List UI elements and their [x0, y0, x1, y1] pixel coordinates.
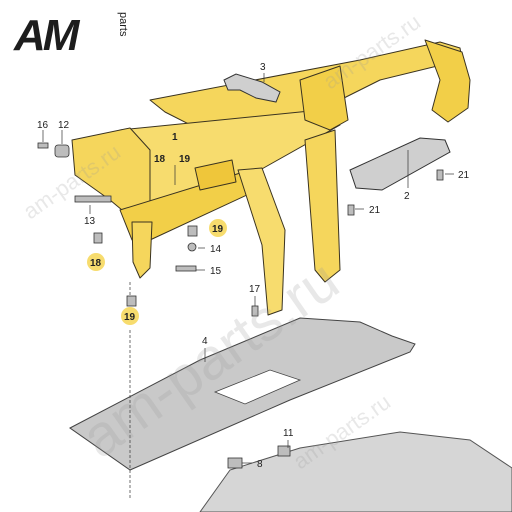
callout-19c[interactable]: 19	[124, 312, 136, 323]
callout-19a[interactable]: 19	[179, 154, 191, 165]
callout-16[interactable]: 16	[37, 120, 49, 131]
callout-13[interactable]: 13	[84, 216, 96, 227]
callout-2[interactable]: 2	[404, 191, 410, 202]
logo-subtext: parts	[117, 12, 129, 37]
callout-21b[interactable]: 21	[369, 205, 381, 216]
callouts: 1 18 19 2 3 4 8 11 12 13 14 15 16 17 18 …	[37, 62, 470, 470]
callout-4[interactable]: 4	[202, 336, 208, 347]
leader-lines	[42, 73, 454, 500]
clip-part-18b[interactable]	[93, 232, 103, 244]
callout-14[interactable]: 14	[210, 244, 222, 255]
clip-part-19b[interactable]	[187, 225, 198, 237]
bracket-part-2[interactable]	[349, 137, 451, 191]
callout-11[interactable]: 11	[283, 428, 294, 439]
bracket-part-3[interactable]	[223, 73, 281, 103]
screw-part-21a[interactable]	[436, 169, 444, 181]
callout-18a[interactable]: 18	[154, 154, 166, 165]
support-frame[interactable]	[71, 39, 471, 316]
fastener-part-12[interactable]	[54, 144, 70, 158]
clip-part-8[interactable]	[227, 457, 243, 469]
screw-part-16[interactable]	[37, 142, 49, 149]
screw-part-21b[interactable]	[347, 204, 355, 216]
logo-text: AM	[13, 11, 81, 60]
callout-15[interactable]: 15	[210, 266, 222, 277]
badges	[87, 129, 227, 325]
callout-8[interactable]: 8	[257, 459, 263, 470]
callout-17[interactable]: 17	[249, 284, 261, 295]
stud-part-13[interactable]	[74, 195, 112, 203]
callout-12[interactable]: 12	[58, 120, 70, 131]
insulation-panel-cutout	[213, 369, 302, 405]
callout-3[interactable]: 3	[260, 62, 266, 73]
callout-1[interactable]: 1	[172, 132, 178, 143]
clip-part-11[interactable]	[277, 445, 291, 457]
brand-logo[interactable]: AM parts	[13, 11, 129, 60]
nut-part-14[interactable]	[187, 242, 197, 252]
callout-21a[interactable]: 21	[458, 170, 470, 181]
callout-18b[interactable]: 18	[90, 258, 102, 269]
bolt-part-15[interactable]	[175, 265, 197, 272]
dashboard-part	[199, 431, 512, 512]
clip-part-19c[interactable]	[126, 295, 137, 307]
callout-19b[interactable]: 19	[212, 224, 224, 235]
